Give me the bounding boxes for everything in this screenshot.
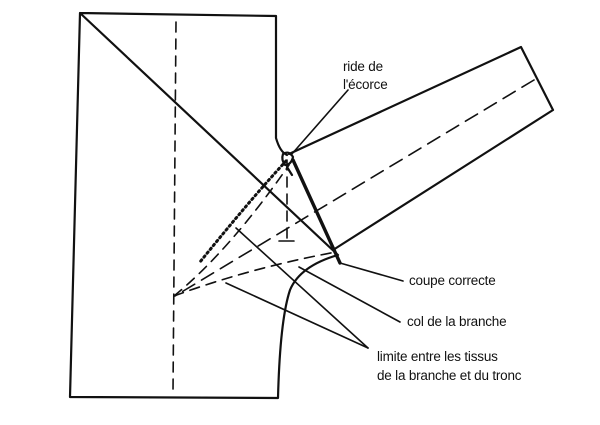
label-boundary-line2: de la branche et du tronc xyxy=(377,368,522,383)
label-correct-cut: coupe correcte xyxy=(409,273,496,288)
label-bark-ridge-line2: l'écorce xyxy=(343,77,388,92)
leader-bark-ridge xyxy=(290,89,349,156)
leader-boundary-2 xyxy=(225,282,369,349)
label-bark-ridge-line1: ride de xyxy=(343,59,383,74)
leader-branch-collar xyxy=(298,266,401,323)
trunk-centerline xyxy=(172,21,177,393)
correct-cut-line xyxy=(291,158,342,265)
boundary-tissue-upper xyxy=(173,164,290,297)
leader-boundary-1 xyxy=(235,227,369,349)
boundary-tissue-lower xyxy=(173,251,337,297)
branch-centerline xyxy=(174,79,535,297)
label-boundary-line1: limite entre les tissus xyxy=(377,349,498,364)
branch-outline xyxy=(287,45,555,252)
bark-ridge-mark xyxy=(281,151,295,167)
label-branch-collar: col de la branche xyxy=(407,314,506,329)
leader-correct-cut xyxy=(339,262,404,282)
trunk-outline xyxy=(68,11,340,400)
branch-collar-dots xyxy=(198,159,288,264)
